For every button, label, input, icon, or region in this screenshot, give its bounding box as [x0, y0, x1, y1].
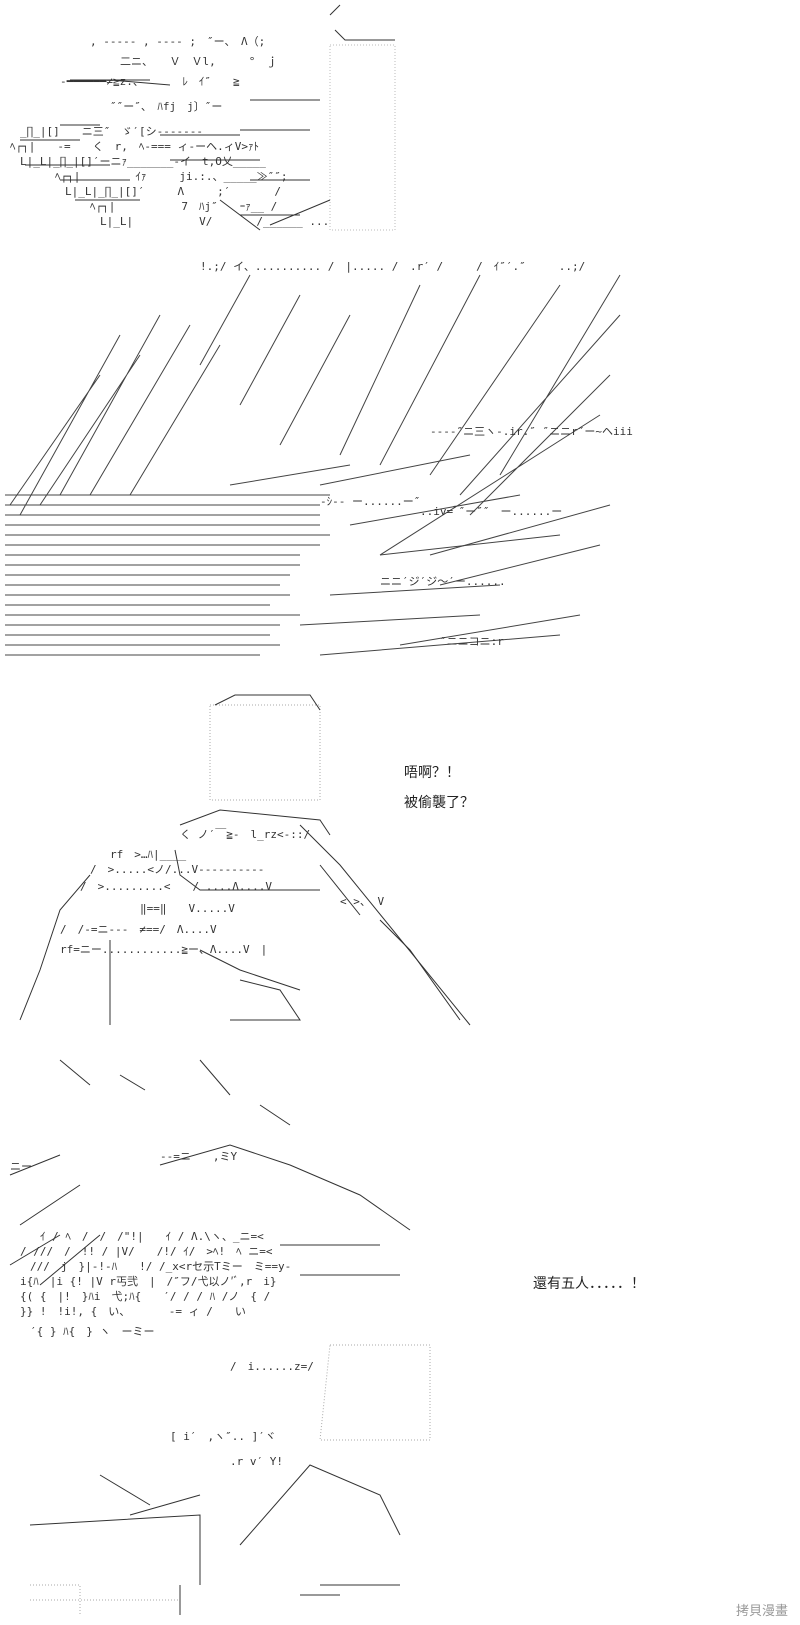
- svg-text:L|_L|_∏_|[]′ーニｧ_______-イ t,O乂_: L|_L|_∏_|[]′ーニｧ_______-イ t,O乂_____: [20, 155, 266, 168]
- svg-text:ﾍ┌┐| ｲｧ ji.:.、_____≫″″;: ﾍ┌┐| ｲｧ ji.:.、_____≫″″;: [55, 170, 287, 183]
- svg-text:二ニ、 Ｖ Ｖl, ° ｊ: 二ニ、 Ｖ Ｖl, ° ｊ: [120, 55, 277, 68]
- svg-text:″″ー″、 ﾊfj j〕″ー: ″″ー″、 ﾊfj j〕″ー: [110, 100, 266, 113]
- svg-text:‖==‖ V.....V: ‖==‖ V.....V: [140, 902, 235, 915]
- svg-text:{( { |! }ﾊi 弋;ﾊ{ ′/ / / ﾊ /ノ: {( { |! }ﾊi 弋;ﾊ{ ′/ / / ﾊ /ノ { /: [20, 1290, 270, 1303]
- svg-text:/ /// / !! / |V/ /!/ ｲ/ >ﾍ! ﾍ: / /// / !! / |V/ /!/ ｲ/ >ﾍ! ﾍ ニ=<: [20, 1245, 273, 1258]
- svg-text:.r′ / / ｲ″′.″ ..;/: .r′ / / ｲ″′.″ ..;/: [410, 260, 585, 273]
- panel-3-figure: く ノ′￣≧- l_rz<-::/ rf >…ﾊ|____ / >.....<ノ…: [0, 690, 800, 1035]
- svg-text:く ノ′￣≧- l_rz<-::/: く ノ′￣≧- l_rz<-::/: [180, 827, 310, 841]
- svg-text:ﾍ┌┐| 7 ﾊj″ ｰｧ__ /: ﾍ┌┐| 7 ﾊj″ ｰｧ__ /: [90, 200, 277, 213]
- svg-text:----″ニ三ヽ-.ir.″ ″ニニr″ー~ヘiii: ----″ニ三ヽ-.ir.″ ″ニニr″ー~ヘiii: [430, 425, 633, 438]
- dialogue-line-3: 還有五人．．．．．！: [533, 1276, 645, 1292]
- panel-1-art: , ----- , ---- ; ″ー、 Λ（; 二ニ、 Ｖ Ｖl, ° ｊ -…: [10, 4, 396, 231]
- dialogue-line-1: 唔啊？！: [404, 765, 460, 781]
- svg-text:-ｼ-‐ ー......ー″: -ｼ-‐ ー......ー″: [320, 495, 420, 508]
- svg-text:rf=ニー............≧ー、Λ....V |: rf=ニー............≧ー、Λ....V |: [60, 943, 267, 956]
- svg-text:_∏_|[] ニ三″ ゞ′[シ-------: _∏_|[] ニ三″ ゞ′[シ-------: [20, 125, 203, 138]
- svg-text:-━━━━━━≠≧z.、 ﾚ ｲ″ ≧: -━━━━━━≠≧z.、 ﾚ ｲ″ ≧: [60, 75, 240, 88]
- svg-text:--=ニ ,ミY: --=ニ ,ミY: [160, 1150, 237, 1163]
- svg-text:′{ } ﾊ{ } ヽ ーミー: ′{ } ﾊ{ } ヽ ーミー: [30, 1325, 154, 1338]
- panel-2-speed-lines: !.;/ イ、.......... / |..... / .r′ / / ｲ″′…: [0, 255, 800, 675]
- svg-text:.r v′ Y!: .r v′ Y!: [230, 1455, 283, 1468]
- panel-2-art: !.;/ イ、.......... / |..... / .r′ / / ｲ″′…: [5, 260, 633, 656]
- panel-4-face: --=ニ ,ミY ニー ｲ / ﾍ / / /"!| ｲ / Λ.\ヽ、_ニ=<…: [0, 1045, 800, 1625]
- svg-text:ｲ / ﾍ / / /"!| ｲ / Λ.\ヽ、_ニ=<: ｲ / ﾍ / / /"!| ｲ / Λ.\ヽ、_ニ=<: [40, 1230, 264, 1243]
- panel-4-art: --=ニ ,ミY ニー ｲ / ﾍ / / /"!| ｲ / Λ.\ヽ、_ニ=<…: [9, 1059, 431, 1615]
- svg-text:ニニ′ジ′ジ～′ー......: ニニ′ジ′ジ～′ー......: [380, 575, 506, 588]
- svg-text:ニー: ニー: [10, 1160, 32, 1173]
- svg-text:< >、 V: < >、 V: [340, 895, 384, 908]
- svg-text:/// j }|-!-ﾊ !/ /_x<rセ示Tミー ミ=: /// j }|-!-ﾊ !/ /_x<rセ示Tミー ミ==y-: [30, 1260, 291, 1273]
- svg-text:i{ﾊ |i {! |V r丐弐 | /″フ/弋以ノ′ﾞ,r: i{ﾊ |i {! |V r丐弐 | /″フ/弋以ノ′ﾞ,r i}: [20, 1275, 277, 1288]
- svg-text:!.;/ イ、.......... / |..... /: !.;/ イ、.......... / |..... /: [200, 260, 398, 273]
- svg-text:..iv=ﾞ″ー″″ ー......ー: ..iv=ﾞ″ー″″ ー......ー: [420, 505, 562, 518]
- dialogue-line-2: 被偷襲了？: [404, 795, 474, 811]
- svg-text:/ >.........< / ....Λ....V: / >.........< / ....Λ....V: [80, 880, 272, 893]
- svg-text:″ニニコニ:r: ″ニニコニ:r: [440, 635, 504, 648]
- svg-text:, ----- , ---- ; ″ー、 Λ（;: , ----- , ---- ; ″ー、 Λ（;: [90, 35, 265, 48]
- svg-text:/ i......z=/: / i......z=/: [230, 1360, 314, 1373]
- svg-text:rf >…ﾊ|____: rf >…ﾊ|____: [110, 848, 186, 861]
- svg-text:L|_L| V/ /______ ...: L|_L| V/ /______ ...: [100, 215, 329, 228]
- panel-3-art: く ノ′￣≧- l_rz<-::/ rf >…ﾊ|____ / >.....<ノ…: [19, 694, 471, 1026]
- svg-text:[ i′ ,ヽ″.. ]′ヾ: [ i′ ,ヽ″.. ]′ヾ: [170, 1430, 276, 1443]
- svg-text:}} ! !i!, { い、 -= ィ / い: }} ! !i!, { い、 -= ィ / い: [20, 1305, 246, 1318]
- svg-text:L|_L|_∏_|[]′ Λ ;′ /: L|_L|_∏_|[]′ Λ ;′ /: [65, 185, 281, 198]
- svg-text:/ /-=ニ--- ≠==/ Λ....V: / /-=ニ--- ≠==/ Λ....V: [60, 923, 217, 936]
- svg-text:/ >.....<ノ/...V‐‐‐‐‐‐‐‐‐‐: / >.....<ノ/...V‐‐‐‐‐‐‐‐‐‐: [90, 863, 264, 876]
- svg-text:ﾍ┌┐| -= く r, ﾍ-=== ィ-ーヘ.ィV>ｧ: ﾍ┌┐| -= く r, ﾍ-=== ィ-ーヘ.ィV>ｧﾄ: [10, 140, 259, 153]
- watermark-text: 拷貝漫畫: [735, 1604, 788, 1619]
- panel-1-ascii-art: , ----- , ---- ; ″ー、 Λ（; 二ニ、 Ｖ Ｖl, ° ｊ -…: [0, 0, 800, 240]
